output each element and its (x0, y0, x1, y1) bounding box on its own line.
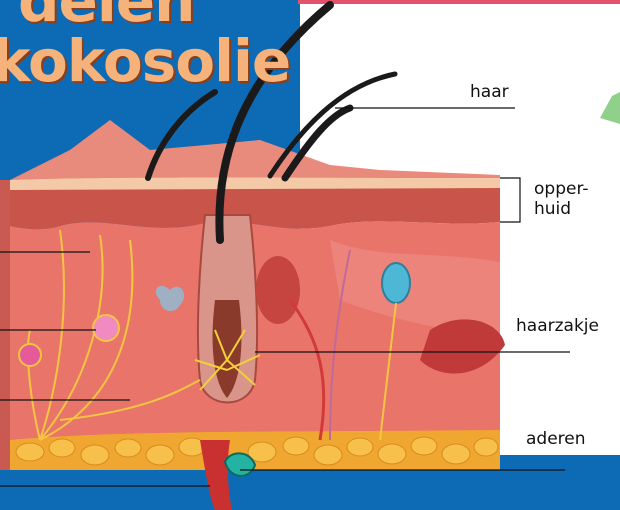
title-line-1: delen (18, 0, 194, 30)
title-line-2: kokosolie (0, 32, 290, 90)
label-opperhuid-line2: huid (534, 200, 588, 220)
label-opperhuid-line1: opper- (534, 180, 588, 200)
nerve-receptor-left (19, 344, 41, 366)
label-opperhuid: opper- huid (534, 180, 588, 219)
label-aderen: aderen (526, 430, 586, 450)
pink-top-border (298, 0, 620, 4)
nerve-receptor-middle (93, 315, 119, 341)
sebaceous-gland (256, 256, 300, 324)
label-haar: haar (470, 83, 509, 103)
label-haarzakje: haarzakje (516, 317, 599, 337)
skin-surface-line (10, 178, 500, 191)
pacinian-receptor (382, 263, 410, 303)
